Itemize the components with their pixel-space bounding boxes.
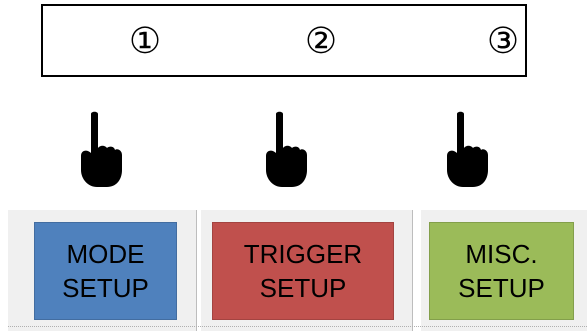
misc-setup-label-line2: SETUP [458, 273, 545, 303]
pointing-hand-icon [81, 111, 122, 187]
step-number-1: ① [128, 21, 162, 62]
mode-setup-label-line1: MODE [66, 239, 145, 269]
trigger-setup-label-line2: SETUP [259, 273, 347, 303]
pointing-hand-icon [447, 111, 488, 187]
step-number-3: ③ [486, 21, 520, 62]
divider [8, 326, 587, 327]
misc-setup-button[interactable]: MISC. SETUP [429, 222, 574, 320]
pointing-hand-icon [266, 111, 307, 187]
trigger-setup-button[interactable]: TRIGGER SETUP [212, 222, 394, 320]
misc-setup-label-line1: MISC. [465, 239, 538, 269]
trigger-setup-label-line1: TRIGGER [243, 239, 363, 269]
step-number-box: ① ② ③ [41, 4, 527, 77]
step-number-2: ② [304, 21, 338, 62]
mode-setup-label-line2: SETUP [62, 273, 149, 303]
mode-setup-button[interactable]: MODE SETUP [34, 222, 177, 320]
